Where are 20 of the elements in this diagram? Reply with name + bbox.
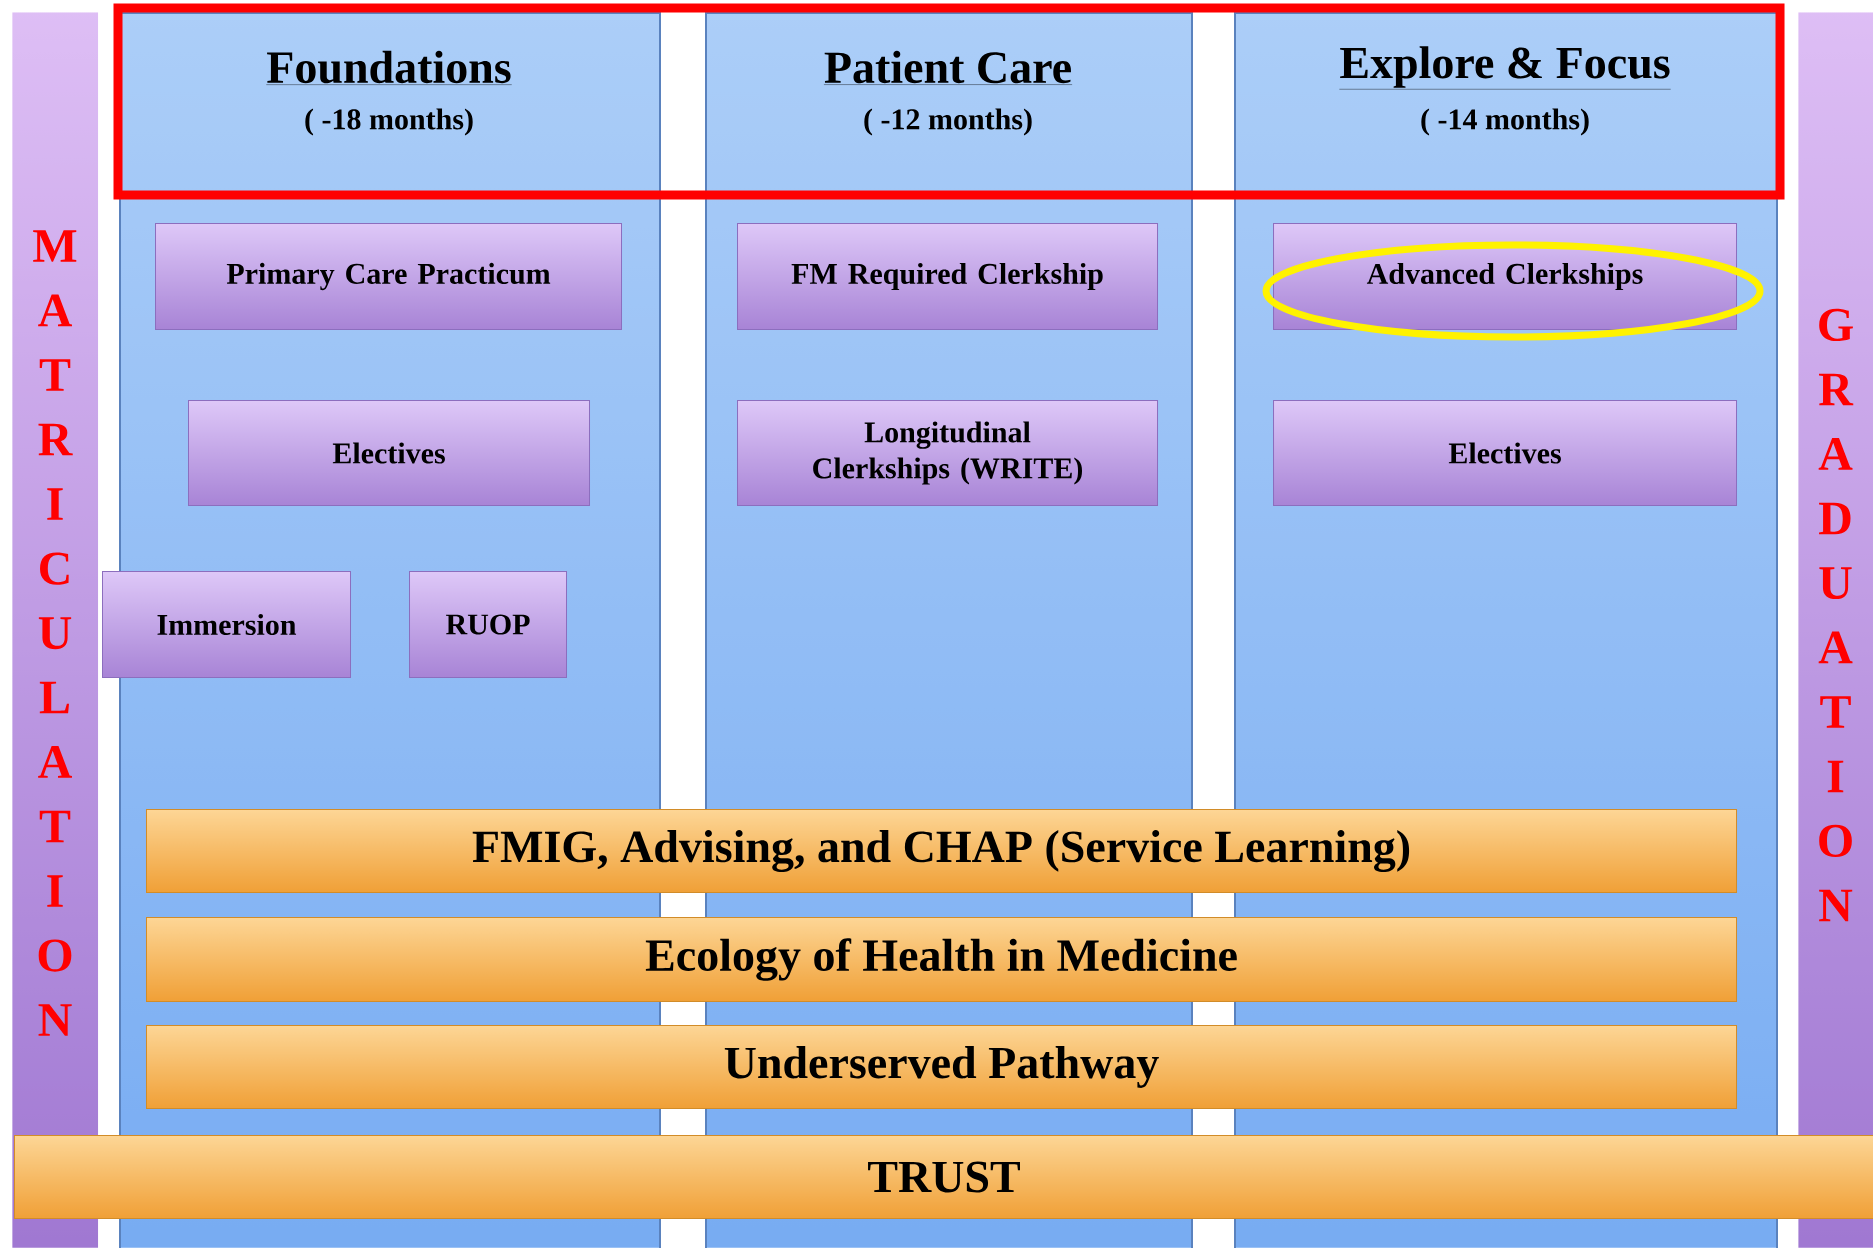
course-box: Primary Care Practicum — [155, 223, 622, 330]
course-box: Advanced Clerkships — [1273, 223, 1737, 330]
duration-label: ( -12 months) — [864, 108, 1032, 136]
program-bar: Ecology of Health in Medicine — [146, 917, 1737, 1002]
program-bar: Underserved Pathway — [146, 1025, 1737, 1109]
course-box: Longitudinal Clerkships (WRITE) — [737, 400, 1158, 506]
duration-label: ( -14 months) — [1421, 108, 1589, 136]
vertical-label: MATRICULATION — [33, 230, 77, 1036]
course-box: Electives — [1273, 400, 1737, 506]
course-box: FM Required Clerkship — [737, 223, 1158, 330]
duration-label: ( -18 months) — [305, 108, 473, 136]
course-box: Immersion — [102, 571, 351, 678]
vertical-label: GRADUATION — [1818, 308, 1854, 922]
program-bar: TRUST — [14, 1135, 1873, 1219]
course-box: RUOP — [409, 571, 567, 678]
program-bar: FMIG, Advising, and CHAP (Service Learning) — [146, 809, 1737, 893]
column-heading: Foundations — [266, 50, 512, 85]
column-heading: Explore & Focus — [1339, 46, 1671, 90]
course-box: Electives — [188, 400, 590, 506]
column-heading: Patient Care — [823, 50, 1073, 85]
